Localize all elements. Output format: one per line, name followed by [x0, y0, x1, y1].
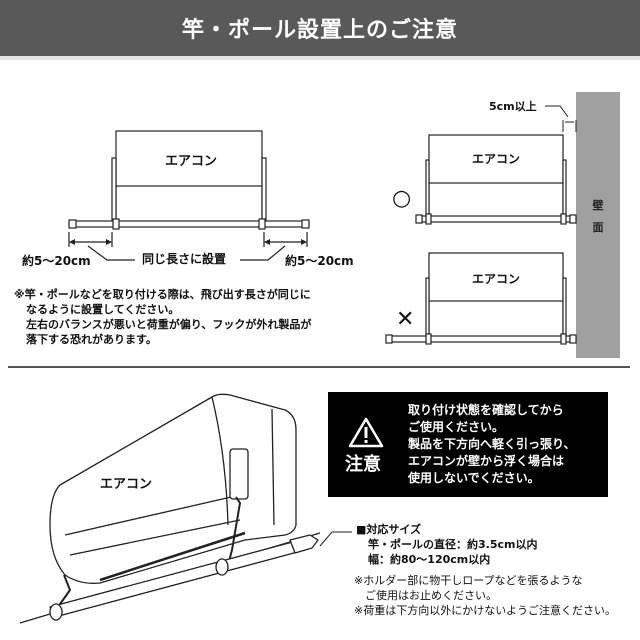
aircon-label-good: エアコン — [472, 152, 521, 166]
supported-size-spec: ■対応サイズ 竿・ポールの直径：約3.5cm以内 幅：約80〜120cm以内 — [356, 522, 537, 567]
usage-notes: ※ホルダー部に物干しロープなどを張るような ご使用はお止めください。 ※荷重は下… — [354, 573, 616, 618]
usage-note-line: ※荷重は下方向以外にかけないようご注意ください。 — [354, 604, 616, 617]
wall-clearance-diagram — [385, 105, 577, 345]
page-title: 竿・ポール設置上のご注意 — [181, 18, 458, 43]
equal-length-label: 同じ長さに設置 — [142, 252, 227, 266]
page-header: 竿・ポール設置上のご注意 — [0, 0, 640, 56]
right-dimension-label: 約5〜20cm — [285, 254, 354, 268]
usage-note-line: ご使用はお止めください。 — [354, 589, 497, 602]
warning-triangle-icon — [348, 417, 384, 448]
wall-label: 壁 面 — [591, 195, 605, 239]
equal-length-diagram — [68, 130, 310, 261]
spec-title: ■対応サイズ — [356, 523, 422, 536]
aircon-label-illustration: エアコン — [100, 477, 153, 492]
caution-line: エアコンが壁から浮く場合は — [408, 454, 565, 468]
wall-label-char: 壁 — [592, 199, 604, 212]
aircon-illustration — [19, 393, 321, 624]
header-shadow — [0, 56, 640, 60]
caution-line: 取り付け状態を確認してから — [408, 403, 564, 417]
note-line: ※竿・ポールなどを取り付ける際は、飛び出す長さが同じに — [14, 288, 311, 301]
caution-box: 注意 取り付け状態を確認してから ご使用ください。 製品を下方向へ軽く引っ張り、… — [328, 392, 608, 497]
spec-diameter: 竿・ポールの直径：約3.5cm以内 — [368, 538, 538, 551]
note-line: 左右のバランスが悪いと荷重が偏り、フックが外れ製品が — [26, 318, 312, 331]
good-example-mark: ○ — [392, 186, 412, 211]
bad-example-mark: ✕ — [396, 307, 415, 332]
aircon-label-left: エアコン — [165, 154, 218, 169]
note-line: 落下する恐れがあります。 — [26, 333, 157, 346]
wall — [576, 92, 620, 358]
clearance-label: 5cm以上 — [489, 100, 537, 113]
balance-note: ※竿・ポールなどを取り付ける際は、飛び出す長さが同じに なるように設置してくださ… — [14, 287, 311, 347]
spec-width: 幅：約80〜120cm以内 — [368, 553, 491, 566]
left-dimension-label: 約5〜20cm — [22, 254, 91, 268]
caution-line: ご使用ください。 — [408, 420, 505, 434]
aircon-label-bad: エアコン — [472, 272, 521, 286]
section-divider — [8, 366, 630, 368]
caution-line: 製品を下方向へ軽く引っ張り、 — [408, 437, 576, 451]
caution-line: 使用しないでください。 — [408, 471, 540, 485]
usage-note-line: ※ホルダー部に物干しロープなどを張るような — [354, 574, 583, 587]
caution-text: 取り付け状態を確認してから ご使用ください。 製品を下方向へ軽く引っ張り、 エア… — [408, 402, 576, 487]
spec-leader-line — [319, 531, 352, 547]
note-line: なるように設置してください。 — [26, 303, 180, 316]
wall-label-char: 面 — [592, 221, 604, 234]
caution-label: 注意 — [345, 454, 381, 475]
